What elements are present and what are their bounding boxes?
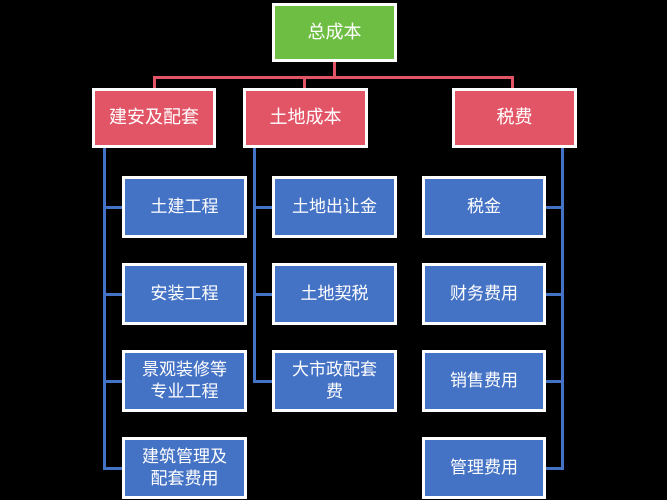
connector-stub-land-deed-tax — [253, 293, 272, 296]
node-land-grant-fee: 土地出让金 — [272, 176, 397, 238]
connector-stub-landscape-works — [103, 380, 122, 383]
connector-stub-finance-expense — [546, 293, 563, 296]
node-sales-expense: 销售费用 — [422, 350, 546, 412]
connector-drop-taxes — [511, 76, 514, 88]
connector-spine-taxes — [561, 148, 564, 470]
node-municipal-supporting-fee: 大市政配套费 — [272, 350, 397, 412]
connector-root-stem — [333, 62, 336, 76]
node-construction-and-supporting: 建安及配套 — [92, 88, 216, 148]
node-admin-expense: 管理费用 — [422, 437, 546, 499]
connector-stub-sales-expense — [546, 380, 563, 383]
node-tax: 税金 — [422, 176, 546, 238]
node-landscape-specialty-works: 景观装修等专业工程 — [122, 350, 247, 412]
node-taxes: 税费 — [452, 88, 577, 148]
node-total-cost: 总成本 — [272, 3, 397, 62]
connector-stub-civil-works — [103, 206, 122, 209]
connector-stub-municipal-fee — [253, 380, 272, 383]
node-construction-management-fees: 建筑管理及配套费用 — [122, 437, 247, 499]
connector-drop-land-cost — [303, 76, 306, 88]
connector-stub-admin-expense — [546, 467, 563, 470]
connector-stub-installation-works — [103, 293, 122, 296]
connector-stub-management-fees — [103, 467, 122, 470]
connector-spine-construction — [103, 148, 106, 470]
node-installation-works: 安装工程 — [122, 263, 247, 325]
connector-root-bar — [153, 76, 514, 79]
node-civil-works: 土建工程 — [122, 176, 247, 238]
node-land-deed-tax: 土地契税 — [272, 263, 397, 325]
node-finance-expense: 财务费用 — [422, 263, 546, 325]
connector-stub-tax — [546, 206, 563, 209]
connector-stub-land-grant-fee — [253, 206, 272, 209]
connector-drop-construction — [153, 76, 156, 88]
connector-spine-land-cost — [253, 148, 256, 383]
node-land-cost: 土地成本 — [243, 88, 368, 148]
